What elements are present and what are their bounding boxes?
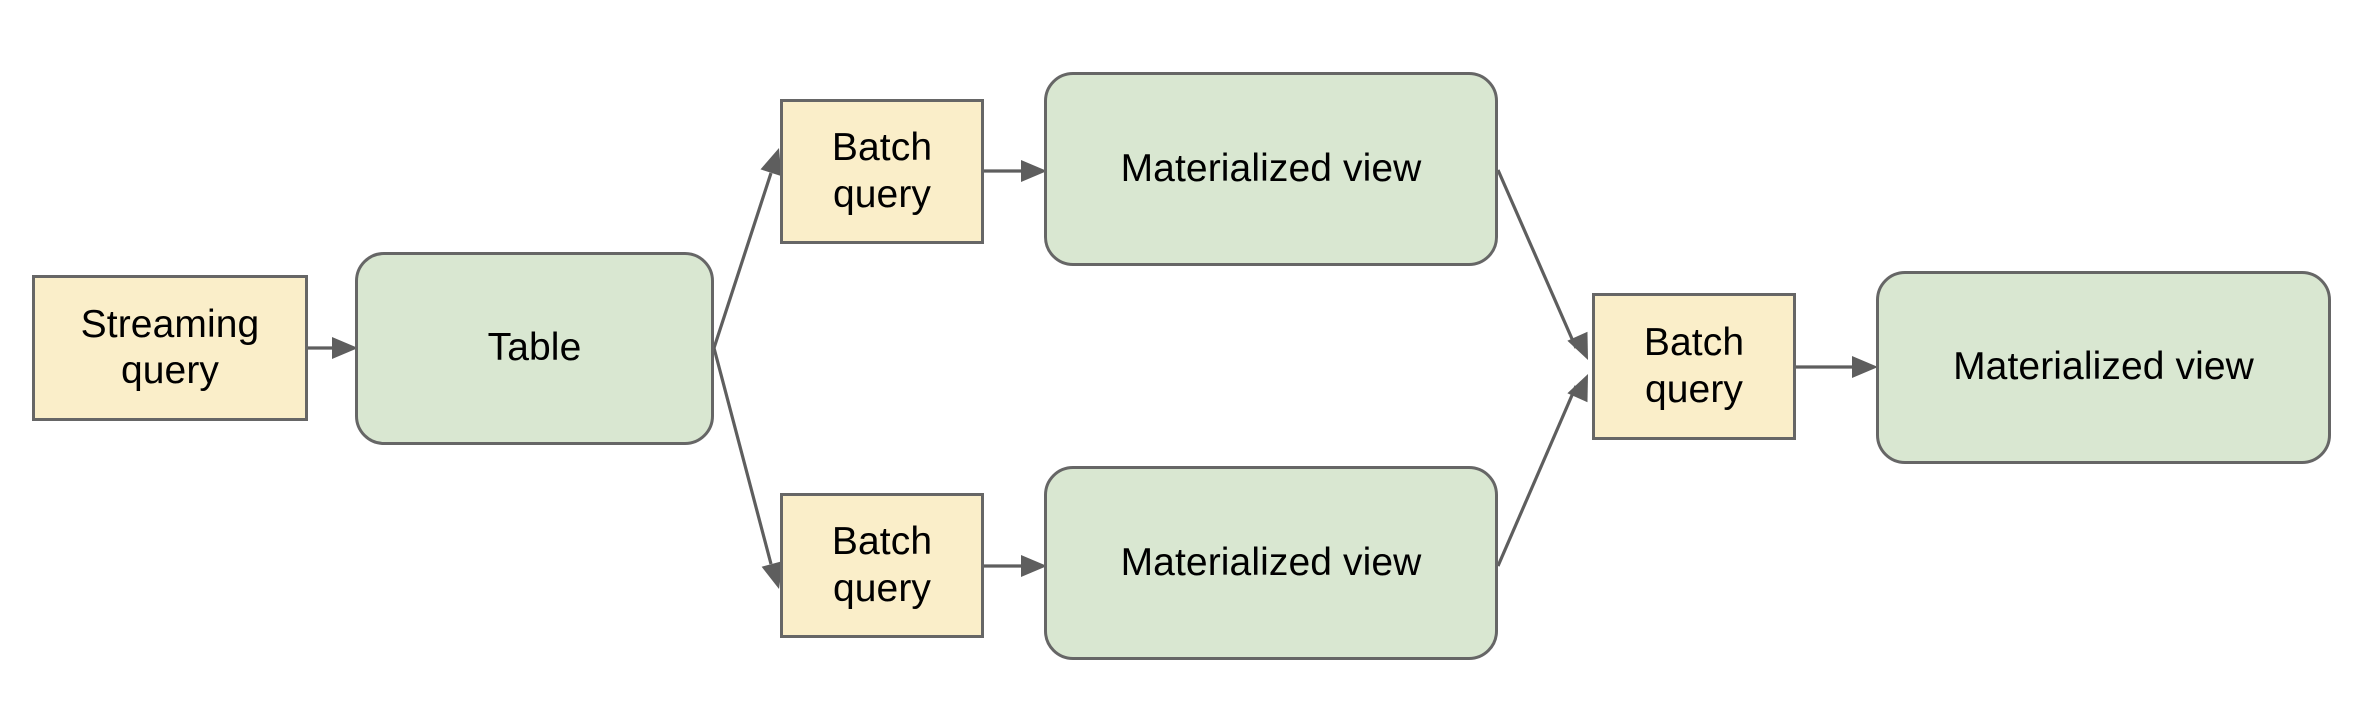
node-label: Batch query xyxy=(1643,321,1745,411)
node-label: Batch query xyxy=(831,126,933,216)
node-batch-query-join[interactable]: Batch query xyxy=(1592,293,1796,440)
node-table[interactable]: Table xyxy=(355,252,714,445)
node-label: Materialized view xyxy=(1120,540,1422,584)
node-label: Materialized view xyxy=(1953,345,2254,389)
node-label: Table xyxy=(487,326,582,370)
node-label: Batch query xyxy=(831,520,933,610)
node-label: Streaming query xyxy=(80,302,260,392)
node-batch-query-top[interactable]: Batch query xyxy=(780,99,984,244)
edge-e2 xyxy=(712,172,773,349)
node-label: Materialized view xyxy=(1120,146,1422,190)
node-streaming-query[interactable]: Streaming query xyxy=(32,275,308,421)
node-batch-query-bottom[interactable]: Batch query xyxy=(780,493,984,638)
edge-e3 xyxy=(712,347,773,565)
edge-e7 xyxy=(1496,385,1578,567)
node-materialized-view-top[interactable]: Materialized view xyxy=(1044,72,1498,266)
node-materialized-view-final[interactable]: Materialized view xyxy=(1876,271,2331,464)
node-materialized-view-bottom[interactable]: Materialized view xyxy=(1044,466,1498,660)
edge-e6 xyxy=(1496,169,1578,349)
arrowhead-e8 xyxy=(1852,356,1878,378)
